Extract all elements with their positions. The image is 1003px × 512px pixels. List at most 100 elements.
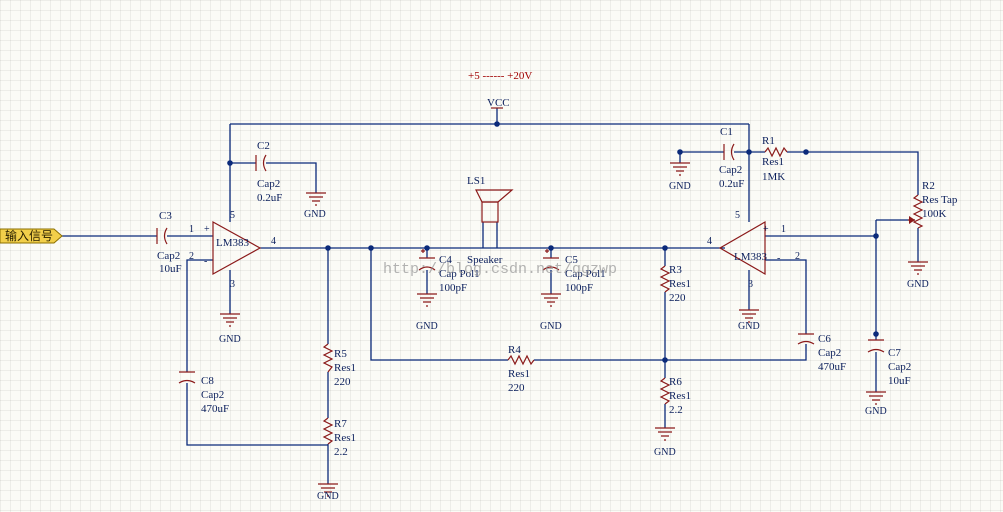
c8-value: 470uF <box>201 403 229 415</box>
amp-right-pin4: 4 <box>707 236 712 247</box>
r5-value: 220 <box>334 376 351 388</box>
c1-value: 0.2uF <box>719 178 744 190</box>
junction-dot <box>424 245 430 251</box>
wires <box>62 108 919 484</box>
c2-type: Cap2 <box>257 178 280 190</box>
ground-c2: GND <box>304 192 326 220</box>
c5-ref: C5 <box>565 254 578 266</box>
capacitor-c8[interactable]: C8 Cap2 470uF <box>178 371 229 415</box>
r3-type: Res1 <box>669 278 691 290</box>
junction-dot <box>662 357 668 363</box>
ground-r6: GND <box>654 427 676 458</box>
capacitor-c7[interactable]: C7 Cap2 10uF <box>867 339 911 387</box>
r6-type: Res1 <box>669 390 691 402</box>
resistor-r1[interactable]: R1 Res1 1MK <box>762 135 788 183</box>
input-port-label: 输入信号 <box>5 228 53 243</box>
vcc-symbol: VCC <box>487 97 510 109</box>
resistor-r7[interactable]: R7 Res1 2.2 <box>322 417 356 458</box>
c5-type: Cap Pol1 <box>565 268 606 280</box>
resistor-r4[interactable]: R4 Res1 220 <box>507 344 535 394</box>
amp-left-pin2: 2 <box>189 251 194 262</box>
ground-symbols: GND GND GND GND GND GND GND GND <box>219 162 929 502</box>
r2-type: Res Tap <box>922 194 958 206</box>
amp-left-pin3: 3 <box>230 279 235 290</box>
amp-left-plus: + <box>204 224 210 235</box>
gnd-label: GND <box>669 181 691 192</box>
resistor-r3[interactable]: R3 Res1 220 <box>659 264 691 304</box>
r2-ref: R2 <box>922 180 935 192</box>
c6-type: Cap2 <box>818 347 841 359</box>
supply-range-note: +5 ------ +20V <box>468 70 532 82</box>
ground-amp-left: GND <box>219 313 241 345</box>
c2-ref: C2 <box>257 140 270 152</box>
c5-value: 100pF <box>565 282 593 294</box>
amp-left-minus: - <box>204 256 207 267</box>
junction-dot <box>873 233 879 239</box>
amp-right-pin5: 5 <box>735 210 740 221</box>
r4-type: Res1 <box>508 368 530 380</box>
r4-value: 220 <box>508 382 525 394</box>
r3-ref: R3 <box>669 264 682 276</box>
input-port[interactable]: 输入信号 <box>0 228 63 244</box>
ground-r2: GND <box>907 261 929 290</box>
r1-value: 1MK <box>762 171 785 183</box>
r5-ref: R5 <box>334 348 347 360</box>
capacitor-c2[interactable]: C2 Cap2 0.2uF <box>255 140 282 204</box>
watermark-text: http://blog.csdn.net/qgzwp <box>383 261 617 278</box>
ground-c1: GND <box>669 162 691 192</box>
c8-ref: C8 <box>201 375 214 387</box>
ground-c5: GND <box>540 293 562 332</box>
capacitor-c6[interactable]: C6 Cap2 470uF <box>797 333 846 373</box>
amp-right-pin2: 2 <box>795 251 800 262</box>
resistor-r6[interactable]: R6 Res1 2.2 <box>659 376 691 416</box>
capacitor-c4[interactable]: C4 Cap Pol1 100pF <box>418 249 480 294</box>
c6-value: 470uF <box>818 361 846 373</box>
r2-value: 100K <box>922 208 947 220</box>
c3-type: Cap2 <box>157 250 180 262</box>
junctions <box>227 121 879 363</box>
junction-dot <box>746 149 752 155</box>
resistor-r2[interactable]: R2 Res Tap 100K <box>908 180 958 229</box>
capacitor-c3[interactable]: C3 Cap2 10uF <box>156 210 182 275</box>
capacitor-c1[interactable]: C1 Cap2 0.2uF <box>719 126 744 190</box>
speaker-ls1[interactable]: LS1 Speaker <box>467 175 514 266</box>
ls1-ref: LS1 <box>467 175 485 187</box>
vcc-label: VCC <box>487 97 510 109</box>
ls1-type: Speaker <box>467 254 503 266</box>
c4-value: 100pF <box>439 282 467 294</box>
amp-right-pin3: 3 <box>748 279 753 290</box>
resistor-r5[interactable]: R5 Res1 220 <box>322 343 356 388</box>
amplifier-left[interactable]: LM383 + - 1 2 5 3 4 <box>189 210 276 290</box>
c6-ref: C6 <box>818 333 831 345</box>
junction-dot <box>548 245 554 251</box>
amp-right-plus: + <box>763 224 769 235</box>
gnd-label: GND <box>304 209 326 220</box>
c7-ref: C7 <box>888 347 901 359</box>
input-port-shape[interactable] <box>0 228 63 244</box>
c4-type: Cap Pol1 <box>439 268 480 280</box>
ground-r7: GND <box>317 483 339 502</box>
r1-ref: R1 <box>762 135 775 147</box>
ground-c4: GND <box>416 293 438 332</box>
amp-right-pin1: 1 <box>781 224 786 235</box>
gnd-label: GND <box>738 321 760 332</box>
gnd-label: GND <box>865 406 887 417</box>
r4-ref: R4 <box>508 344 521 356</box>
gnd-label: GND <box>907 279 929 290</box>
amp-left-pin4: 4 <box>271 236 276 247</box>
c1-type: Cap2 <box>719 164 742 176</box>
gnd-label: GND <box>654 447 676 458</box>
junction-dot <box>494 121 500 127</box>
gnd-label: GND <box>416 321 438 332</box>
c3-ref: C3 <box>159 210 172 222</box>
c1-ref: C1 <box>720 126 733 138</box>
gnd-label: GND <box>317 491 339 502</box>
r3-value: 220 <box>669 292 686 304</box>
amp-right-minus: - <box>777 253 780 264</box>
c3-value: 10uF <box>159 263 182 275</box>
c7-value: 10uF <box>888 375 911 387</box>
capacitor-c5[interactable]: C5 Cap Pol1 100pF <box>542 249 606 294</box>
amplifier-right[interactable]: LM383 + - 1 2 5 3 4 <box>707 210 800 290</box>
c4-ref: C4 <box>439 254 452 266</box>
